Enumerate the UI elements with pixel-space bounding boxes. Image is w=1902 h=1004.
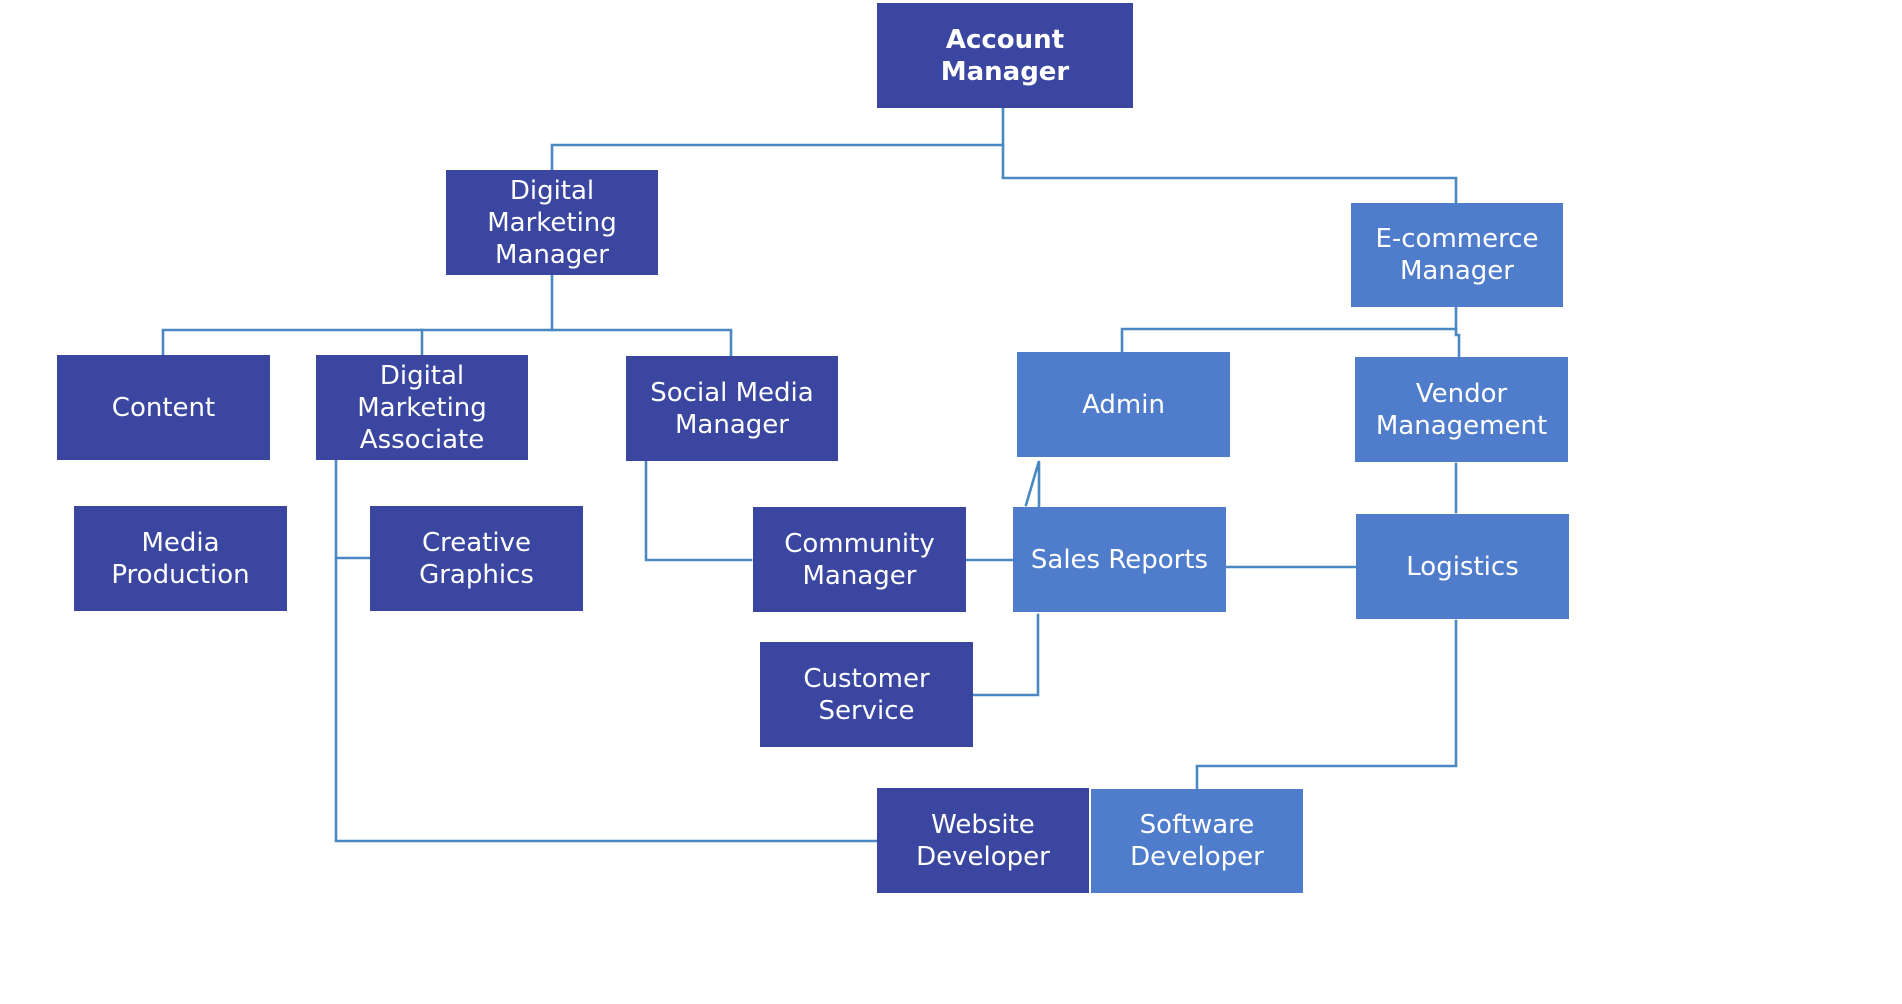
node-software-developer: Software Developer — [1091, 789, 1303, 893]
node-media-production: Media Production — [74, 506, 287, 611]
node-sales-reports-label: Sales Reports — [1030, 544, 1209, 575]
node-admin-label: Admin — [1082, 389, 1165, 420]
node-software-developer-label: Software Developer — [1130, 810, 1264, 872]
node-customer-service: Customer Service — [760, 642, 973, 747]
node-customer-service-label: Customer Service — [803, 663, 930, 726]
node-vendor-management: Vendor Management — [1355, 357, 1568, 462]
node-creative-graphics: Creative Graphics — [370, 506, 583, 611]
node-media-production-label: Media Production — [111, 527, 250, 590]
node-digital-marketing-manager: Digital Marketing Manager — [446, 170, 658, 275]
node-ecommerce-manager-label: E-commerce Manager — [1375, 224, 1539, 286]
node-community-manager: Community Manager — [753, 507, 966, 612]
node-logistics-label: Logistics — [1406, 551, 1519, 582]
connector-ecommerce-branch — [1120, 327, 1461, 358]
connector-logistics-to-software — [1195, 619, 1458, 790]
node-logistics: Logistics — [1356, 514, 1569, 619]
node-content-label: Content — [111, 392, 216, 423]
node-social-media-manager: Social Media Manager — [626, 356, 838, 461]
node-website-developer: Website Developer — [877, 788, 1089, 893]
node-sales-reports: Sales Reports — [1013, 507, 1226, 612]
connector-account-to-ecommerce — [1001, 143, 1458, 205]
connector-social-to-community — [644, 459, 753, 562]
node-digital-marketing-associate: Digital Marketing Associate — [316, 355, 528, 460]
node-content: Content — [57, 355, 270, 460]
node-creative-graphics-label: Creative Graphics — [419, 527, 534, 590]
node-digital-marketing-manager-label: Digital Marketing Manager — [487, 175, 617, 270]
connector-sales-to-admin — [1024, 460, 1041, 508]
node-community-manager-label: Community Manager — [784, 528, 935, 591]
node-ecommerce-manager: E-commerce Manager — [1351, 203, 1563, 307]
connector-dmm-branch — [161, 328, 733, 357]
node-digital-marketing-associate-label: Digital Marketing Associate — [357, 360, 487, 455]
node-social-media-manager-label: Social Media Manager — [650, 377, 814, 440]
node-website-developer-label: Website Developer — [916, 809, 1050, 872]
node-account-manager: Account Manager — [877, 3, 1133, 108]
node-vendor-management-label: Vendor Management — [1375, 378, 1548, 441]
connector-account-to-dmm — [550, 106, 1005, 172]
connector-associate-to-website — [334, 458, 879, 843]
node-admin: Admin — [1017, 352, 1230, 457]
node-account-manager-label: Account Manager — [940, 24, 1070, 87]
connector-sales-to-customer — [969, 613, 1040, 697]
